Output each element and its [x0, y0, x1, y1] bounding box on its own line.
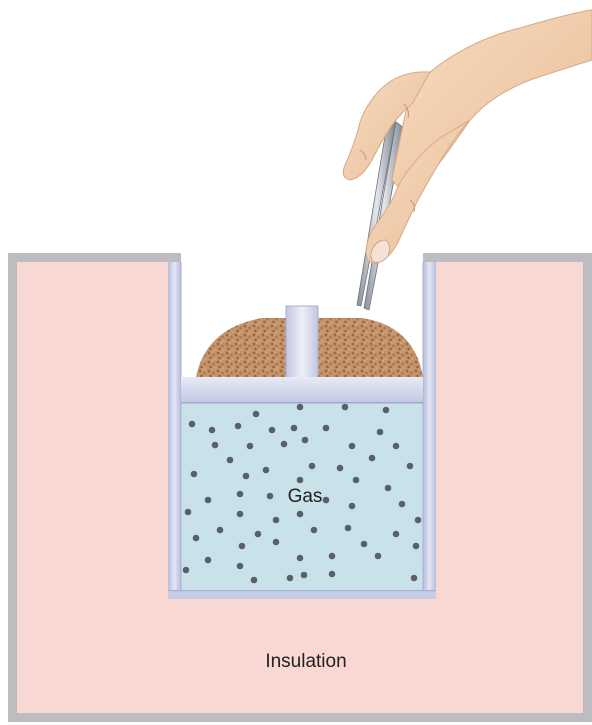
gas-label: Gas	[288, 486, 323, 507]
gas-molecule	[297, 404, 304, 411]
gas-molecule	[183, 567, 190, 574]
gas-molecule	[323, 497, 330, 504]
gas-molecule	[345, 525, 352, 532]
gas-molecule	[237, 491, 244, 498]
gas-molecule	[393, 443, 400, 450]
gas-molecule	[291, 425, 298, 432]
gas-molecule	[349, 443, 356, 450]
gas-molecule	[337, 465, 344, 472]
gas-molecule	[309, 463, 316, 470]
container-right-wall	[423, 262, 436, 599]
gas-molecule	[235, 423, 242, 430]
gas-molecule	[385, 485, 392, 492]
container-bottom-wall	[168, 590, 436, 599]
gas-molecule	[297, 555, 304, 562]
gas-molecule	[297, 511, 304, 518]
gas-molecule	[227, 457, 234, 464]
gas-molecule	[329, 571, 336, 578]
gas-molecule	[255, 531, 262, 538]
gas-molecule	[212, 442, 219, 449]
gas-molecule	[273, 517, 280, 524]
gas-molecule	[353, 477, 360, 484]
gas-molecule	[329, 553, 336, 560]
hand-icon	[343, 10, 592, 263]
gas-molecule	[269, 427, 276, 434]
gas-molecule	[413, 543, 420, 550]
gas-molecule	[323, 425, 330, 432]
gas-molecule	[393, 531, 400, 538]
gas-molecule	[191, 471, 198, 478]
gas-molecule	[399, 501, 406, 508]
gas-molecule	[311, 527, 318, 534]
piston-plate	[181, 377, 423, 403]
gas-molecule	[237, 563, 244, 570]
gas-molecule	[217, 527, 224, 534]
gas-molecule	[185, 509, 192, 516]
gas-molecule	[361, 541, 368, 548]
gas-molecule	[301, 572, 308, 579]
gas-molecule	[407, 463, 414, 470]
gas-molecule	[342, 404, 349, 411]
gas-molecule	[189, 421, 196, 428]
gas-molecule	[281, 441, 288, 448]
gas-molecule	[297, 477, 304, 484]
gas-molecule	[375, 553, 382, 560]
gas-molecule	[205, 557, 212, 564]
gas-molecule	[287, 575, 294, 582]
gas-molecule	[415, 517, 422, 524]
gas-molecule	[251, 577, 258, 584]
container-left-wall	[168, 262, 181, 599]
gas-molecule	[253, 411, 260, 418]
insulation-label: Insulation	[265, 651, 346, 672]
gas-molecule	[247, 443, 254, 450]
gas-molecule	[383, 407, 390, 414]
gas-molecule	[263, 467, 270, 474]
piston-rod	[286, 306, 318, 378]
gas-molecule	[209, 427, 216, 434]
gas-molecule	[237, 511, 244, 518]
gas-molecule	[267, 493, 274, 500]
gas-molecule	[302, 437, 309, 444]
gas-molecule	[377, 429, 384, 436]
gas-molecule	[349, 503, 356, 510]
gas-molecule	[411, 575, 418, 582]
gas-molecule	[273, 539, 280, 546]
gas-molecule	[193, 535, 200, 542]
gas-molecule	[205, 497, 212, 504]
gas-molecule	[239, 543, 246, 550]
gas-molecule	[369, 455, 376, 462]
gas-molecule	[243, 473, 250, 480]
